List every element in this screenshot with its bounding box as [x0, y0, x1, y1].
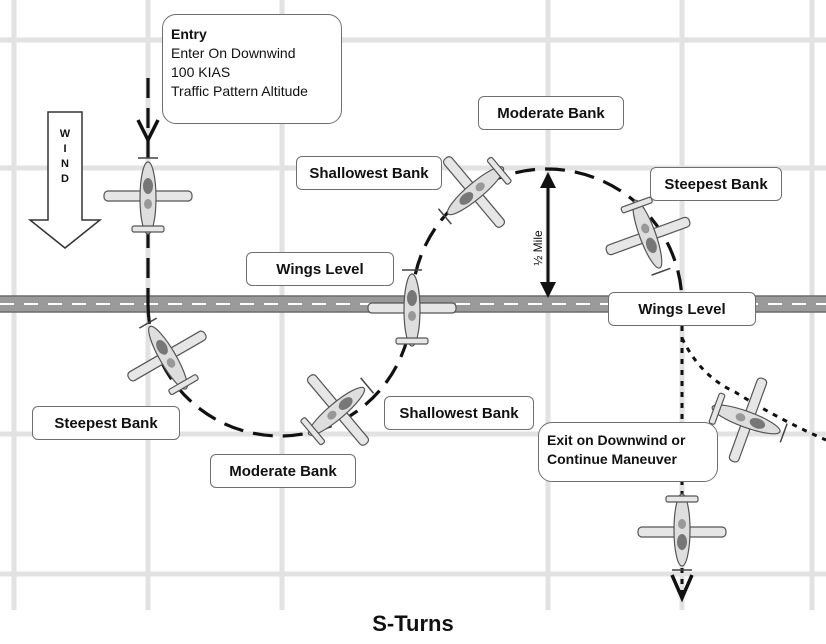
wind-arrow-icon: W I N D: [27, 111, 103, 249]
label-steepest-bank-left: Steepest Bank: [32, 406, 180, 440]
entry-line-2: 100 KIAS: [171, 64, 231, 80]
label-moderate-bank-top: Moderate Bank: [478, 96, 624, 130]
label-shallowest-bank-bottom: Shallowest Bank: [384, 396, 534, 430]
airplane-icon: [109, 300, 225, 412]
airplane-icon: [637, 493, 727, 571]
exit-line-2: Continue Maneuver: [547, 451, 677, 467]
exit-line-1: Exit on Downwind or: [547, 432, 686, 448]
diagram-title: S-Turns: [372, 611, 454, 636]
wind-letter-w: W: [60, 128, 71, 140]
wind-letter-n: N: [61, 158, 69, 170]
double-arrow-icon: ½ Mile: [531, 172, 556, 298]
flight-path: [146, 78, 826, 595]
entry-callout: Entry Enter On Downwind 100 KIAS Traffic…: [162, 14, 342, 124]
entry-line-3: Traffic Pattern Altitude: [171, 83, 308, 99]
wind-letter-i: I: [63, 143, 66, 155]
label-wings-level-right: Wings Level: [608, 292, 756, 326]
entry-heading: Entry: [171, 26, 207, 42]
entry-arrowhead: [136, 119, 160, 144]
exit-callout: Exit on Downwind or Continue Maneuver: [538, 422, 718, 482]
label-moderate-bank-bottom: Moderate Bank: [210, 454, 356, 488]
label-shallowest-bank-top: Shallowest Bank: [296, 156, 442, 190]
exit-arrowhead: [670, 574, 694, 603]
label-steepest-bank-right: Steepest Bank: [650, 167, 782, 201]
airplane-icon: [279, 351, 397, 469]
distance-label: ½ Mile: [531, 230, 545, 266]
wind-letter-d: D: [61, 173, 69, 185]
entry-line-1: Enter On Downwind: [171, 45, 296, 61]
label-wings-level-left: Wings Level: [246, 252, 394, 286]
